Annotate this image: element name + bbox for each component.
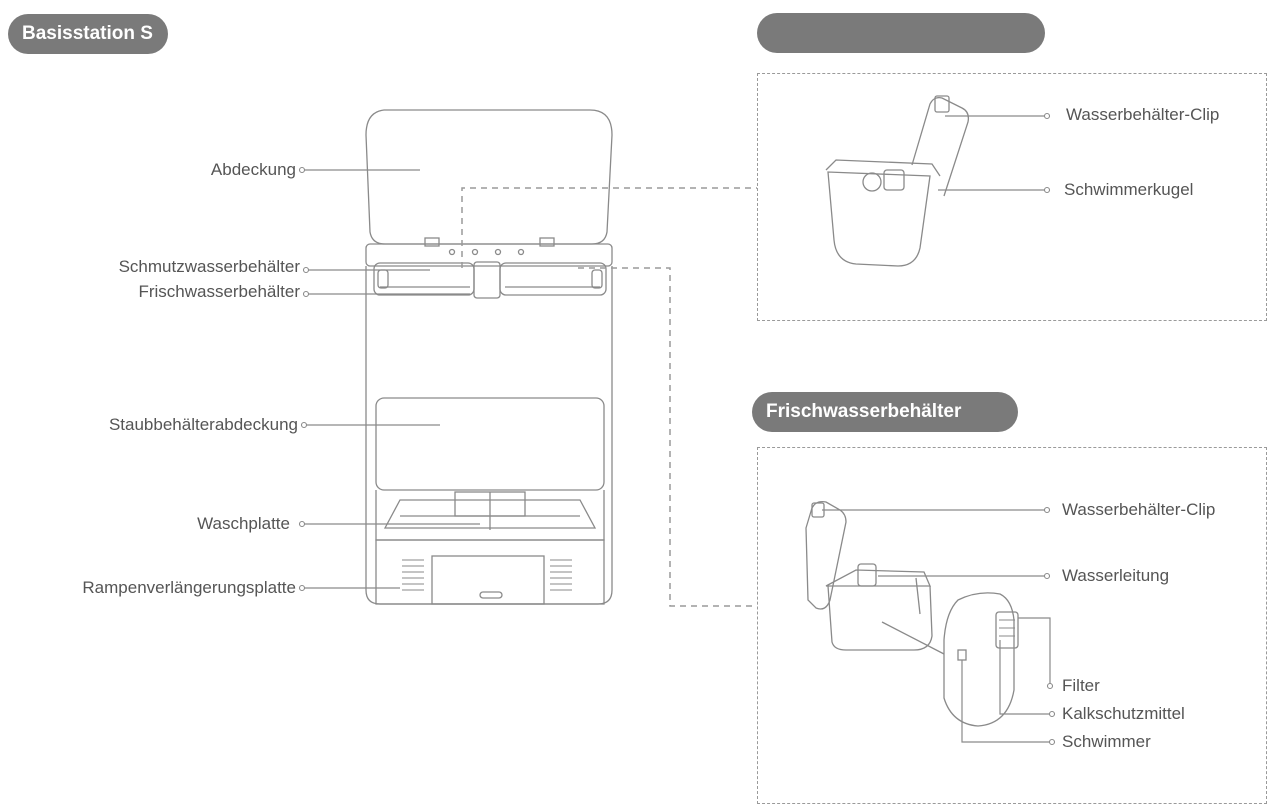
dirty-tank-lid (911, 96, 970, 197)
fresh-tank-header: Frischwasserbehälter (752, 392, 1018, 432)
station-dust-bin-cover (375, 397, 605, 491)
leader-dot (298, 520, 306, 528)
deck-button (494, 248, 502, 256)
tank-handle (591, 269, 603, 289)
label-dirty-water-tank: Schmutzwasserbehälter (118, 257, 300, 276)
label-descaler: Kalkschutzmittel (1062, 704, 1185, 723)
dirty-tank-detail-box (757, 73, 1267, 321)
label-dust-bin-cover: Staubbehälterabdeckung (108, 415, 298, 434)
label-filter: Filter (1062, 676, 1100, 695)
hinge (424, 237, 440, 247)
dirty-tank-rim (825, 159, 941, 177)
leader-dot (1048, 738, 1056, 746)
fresh-tank-detail-box (757, 447, 1267, 804)
leader-dot (1048, 710, 1056, 718)
hinge (539, 237, 555, 247)
ramp-center (431, 555, 545, 605)
tank-divider (473, 261, 501, 299)
label-fresh-tank-clip: Wasserbehälter-Clip (1062, 500, 1216, 519)
label-fresh-water-tank: Frischwasserbehälter (138, 282, 300, 301)
dirty-tank-clip (934, 95, 950, 113)
dirty-tank-header (757, 13, 1045, 53)
base-station-header-text: Basisstation S (22, 23, 153, 44)
deck-button (471, 248, 479, 256)
label-cover: Abdeckung (210, 160, 296, 179)
leader-dot (298, 584, 306, 592)
leader-dot (1043, 506, 1051, 514)
leader-dot (302, 290, 310, 298)
leader-dot (1046, 682, 1054, 690)
deck-button (448, 248, 456, 256)
fresh-tank-side (915, 577, 921, 615)
leader-descaler (999, 640, 1050, 715)
fresh-tank-pipe (857, 563, 877, 587)
dirty-tank-illustration (825, 95, 970, 267)
fresh-tank-lid (805, 500, 847, 610)
wash-plate-tray (383, 499, 597, 529)
ramp-slot (479, 591, 503, 599)
label-water-pipe: Wasserleitung (1062, 566, 1170, 585)
leader-lines (302, 115, 1051, 743)
leader-dot (300, 421, 308, 429)
connector-lines (461, 187, 757, 607)
station-lid (365, 109, 613, 245)
leader-float (961, 660, 1050, 743)
leader-dot (302, 266, 310, 274)
leader-dot (1043, 186, 1051, 194)
fresh-tank-illustration (805, 500, 1019, 727)
leader-filter (1018, 617, 1051, 684)
base-station-illustration (365, 109, 613, 605)
dirty-tank-body (827, 171, 931, 267)
station-body (365, 266, 613, 605)
station-dirty-tank (373, 262, 475, 296)
deck-button (517, 248, 525, 256)
dirty-tank-float (862, 172, 882, 192)
label-float-ball: Schwimmerkugel (1064, 180, 1194, 199)
inset-float (957, 649, 967, 661)
connector-fresh-tank (578, 267, 757, 607)
label-wash-plate: Waschplatte (197, 514, 290, 533)
label-float: Schwimmer (1062, 732, 1151, 751)
station-top-deck (365, 243, 613, 267)
inset-filter (995, 611, 1019, 649)
label-ramp-extension: Rampenverlängerungsplatte (82, 578, 296, 597)
tank-handle (377, 269, 389, 289)
label-dirty-tank-clip: Wasserbehälter-Clip (1066, 105, 1220, 124)
leader-dot (298, 166, 306, 174)
fresh-tank-body (827, 585, 933, 651)
leader-endpoints (298, 112, 1056, 746)
fresh-tank-inset (943, 592, 1015, 727)
fresh-tank-rim (825, 569, 931, 587)
fresh-tank-header-text: Frischwasserbehälter (766, 401, 962, 422)
inset-link (881, 621, 945, 655)
dirty-tank-pipe (883, 169, 905, 191)
base-station-header: Basisstation S (8, 14, 168, 54)
leader-dot (1043, 112, 1051, 120)
leader-dot (1043, 572, 1051, 580)
connector-dirty-tank (461, 187, 757, 268)
